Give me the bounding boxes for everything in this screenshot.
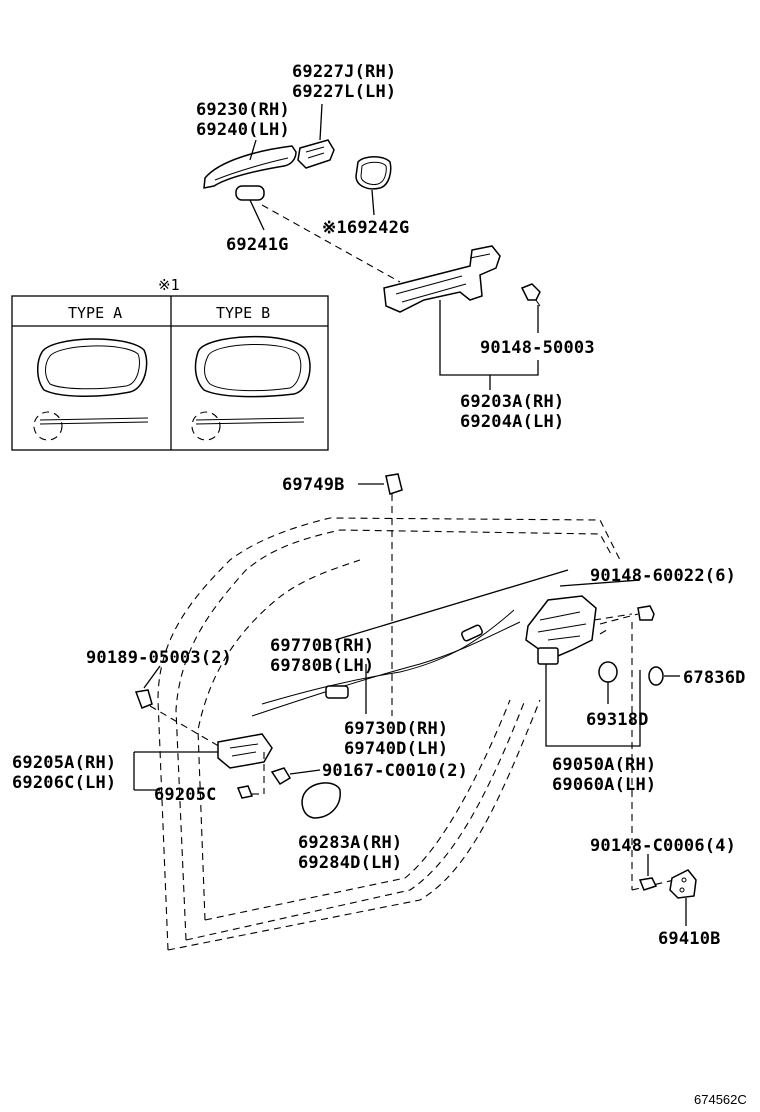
cable-part: [261, 609, 515, 705]
reference-code: 674562C: [694, 1092, 747, 1107]
leader-line: [249, 199, 265, 231]
label-cable-clip: 69749B: [282, 475, 345, 495]
label-grommet: 69318D: [586, 710, 649, 730]
label-outside-handle-lh: 69240(LH): [196, 120, 290, 140]
label-lock-screws: 90148-60022(6): [590, 566, 736, 586]
outside-handle-group: [203, 103, 541, 390]
label-pad-small: 69241G: [226, 235, 289, 255]
frame-bolt-part: [520, 283, 541, 301]
door-parts: [133, 473, 697, 926]
label-striker-screws: 90148-C0006(4): [590, 836, 736, 856]
small-pad-part: [235, 185, 265, 201]
inside-screw-part: [270, 767, 292, 786]
bezel-part: [301, 782, 341, 819]
bracket: [439, 300, 539, 376]
label-striker: 69410B: [658, 929, 721, 949]
label-inside-handle-rh: 69205A(RH): [12, 753, 116, 773]
grommet-part: [598, 661, 618, 683]
lock-assy-part: [525, 595, 597, 657]
washer-part: [648, 666, 664, 686]
label-handle-frame-lh: 69204A(LH): [460, 412, 564, 432]
type-a-label: TYPE A: [68, 304, 122, 322]
leader-line: [334, 569, 569, 641]
leader-line: [143, 665, 161, 689]
handle-cover-part: [297, 139, 335, 169]
label-cable-outer-lh: 69780B(LH): [270, 656, 374, 676]
lock-screw-part: [637, 605, 655, 621]
label-pad-note: ※169242G: [322, 218, 410, 238]
outside-handle-part: [203, 145, 297, 189]
part-labels: 69227J(RH) 69227L(LH) 69230(RH) 69240(LH…: [12, 62, 747, 1107]
leader-line: [371, 189, 375, 216]
label-bezel-rh: 69283A(RH): [298, 833, 402, 853]
dashed-link: [149, 705, 223, 749]
label-inside-screws: 90167-C0010(2): [322, 761, 468, 781]
label-cable-outer-rh: 69770B(RH): [270, 636, 374, 656]
label-cable-inner-lh: 69740D(LH): [344, 739, 448, 759]
bracket: [545, 664, 641, 747]
cable-part: [251, 621, 521, 717]
door-outline: [157, 517, 621, 951]
label-handle-cover-lh: 69227L(LH): [292, 82, 396, 102]
type-b-pad: [194, 336, 311, 398]
inset-mark: ※1: [158, 276, 180, 294]
dashed-link: [593, 613, 633, 621]
inside-plug-part: [236, 785, 254, 799]
label-handle-cover-rh: 69227J(RH): [292, 62, 396, 82]
bracket: [133, 751, 218, 791]
dashed-link: [261, 204, 401, 283]
cable-clip-part: [385, 473, 403, 495]
label-cable-inner-rh: 69730D(RH): [344, 719, 448, 739]
leader-line: [559, 579, 641, 587]
leader-line: [249, 139, 257, 161]
label-inside-plug: 69205C: [154, 785, 217, 805]
label-frame-bolt: 90148-50003: [480, 338, 595, 358]
label-bezel-lh: 69284D(LH): [298, 853, 402, 873]
label-inside-handle-lh: 69206C(LH): [12, 773, 116, 793]
label-lock-assy-lh: 69060A(LH): [552, 775, 656, 795]
label-clip-fastener: 90189-05003(2): [86, 648, 232, 668]
type-inset: ※1 TYPE A TYPE B: [11, 276, 329, 451]
label-outside-handle-rh: 69230(RH): [196, 100, 290, 120]
label-handle-frame-rh: 69203A(RH): [460, 392, 564, 412]
inside-handle-part: [217, 733, 273, 769]
clip-fastener-part: [134, 689, 153, 709]
striker-part: [669, 869, 697, 899]
leader-line: [319, 103, 323, 141]
handle-frame-part: [383, 245, 501, 313]
type-b-label: TYPE B: [216, 304, 270, 322]
leader-line: [289, 769, 321, 775]
label-lock-assy-rh: 69050A(RH): [552, 755, 656, 775]
label-washer: 67836D: [683, 668, 746, 688]
striker-screw-part: [638, 877, 658, 891]
type-a-pad: [37, 338, 148, 397]
